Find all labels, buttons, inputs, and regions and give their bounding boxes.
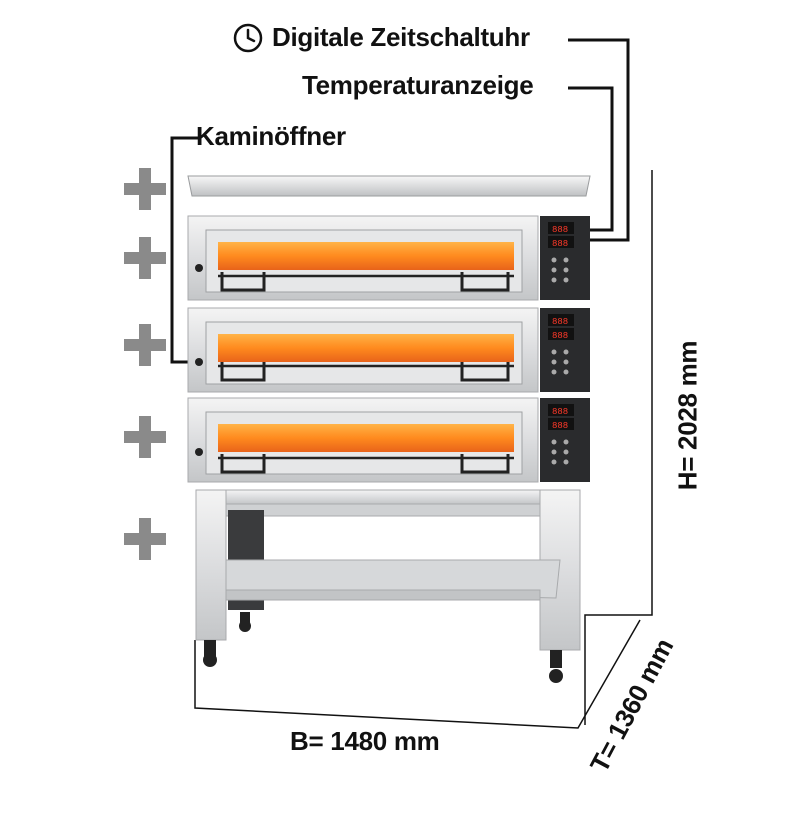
clock-icon [233, 23, 263, 53]
plus-icon [124, 518, 166, 560]
svg-text:888: 888 [552, 239, 568, 249]
oven-stand [195, 489, 581, 683]
plus-icon [124, 237, 166, 279]
svg-text:888: 888 [552, 407, 568, 417]
plus-icon [124, 168, 166, 210]
oven-deck-2: 888 888 [187, 307, 590, 393]
svg-text:888: 888 [552, 225, 568, 235]
oven-illustration: 888 888 888 888 888 888 [170, 38, 653, 729]
dimension-lines [194, 170, 653, 729]
svg-text:888: 888 [552, 331, 568, 341]
svg-text:888: 888 [552, 317, 568, 327]
plus-icon [124, 416, 166, 458]
timer-label: Digitale Zeitschaltuhr [272, 22, 530, 52]
callout-lines [170, 38, 630, 364]
top-cover [187, 175, 591, 197]
oven-deck-3: 888 888 [187, 397, 590, 483]
oven-deck-1: 888 888 [187, 215, 590, 301]
temperature-label: Temperaturanzeige [302, 70, 534, 100]
height-dimension: H= 2028 mm [672, 340, 703, 491]
plus-icon [124, 324, 166, 366]
svg-text:888: 888 [552, 421, 568, 431]
width-dimension: B= 1480 mm [290, 726, 440, 756]
flue-opener-label: Kaminöffner [196, 121, 346, 151]
